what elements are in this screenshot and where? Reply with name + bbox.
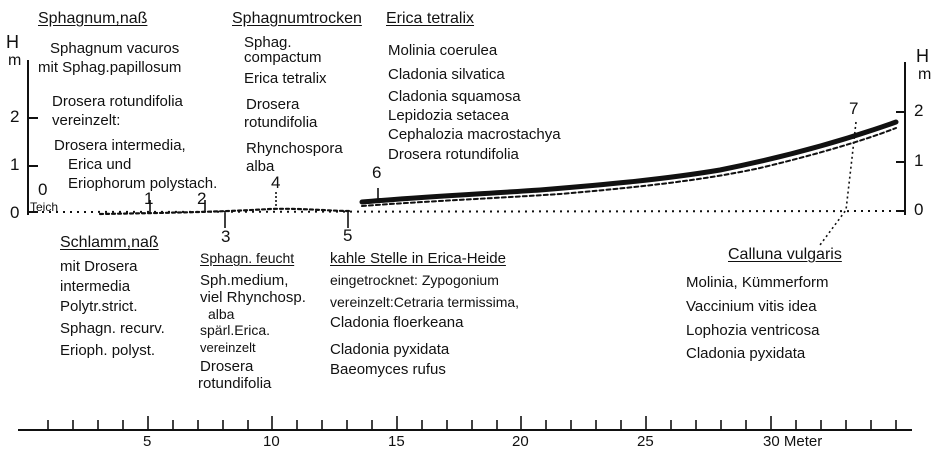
sphagn-feucht-line-4: spärl.Erica. bbox=[200, 322, 270, 339]
group-heading-sphagnum-trocken: Sphagnumtrocken bbox=[232, 10, 362, 27]
point-label-2: 2 bbox=[197, 190, 206, 207]
erica-tetralix-line-5: Cephalozia macrostachya bbox=[388, 126, 561, 143]
point-label-1: 1 bbox=[144, 190, 153, 207]
calluna-line-1: Molinia, Kümmerform bbox=[686, 274, 829, 291]
point-label-5: 5 bbox=[343, 227, 352, 244]
x-axis-tick-label-15: 15 bbox=[388, 433, 405, 450]
kahle-stelle-line-5: Baeomyces rufus bbox=[330, 361, 446, 378]
x-axis-tick-label-5: 5 bbox=[143, 433, 151, 450]
erica-tetralix-line-6: Drosera rotundifolia bbox=[388, 146, 519, 163]
right-axis-tick-label-0: 0 bbox=[914, 201, 923, 218]
erica-tetralix-line-2: Cladonia silvatica bbox=[388, 66, 505, 83]
calluna-line-3: Lophozia ventricosa bbox=[686, 322, 819, 339]
pond-zero-label: 0 bbox=[38, 181, 47, 198]
sphagnum-nass-line-1: Sphagnum vacuros bbox=[50, 40, 179, 57]
sphagnum-nass-line-5: Drosera intermedia, bbox=[54, 137, 186, 154]
schlamm-line-1: mit Drosera bbox=[60, 258, 138, 275]
right-axis-label-m: m bbox=[918, 66, 931, 83]
kahle-stelle-line-3: Cladonia floerkeana bbox=[330, 314, 463, 331]
group-heading-sphagnum-nass: Sphagnum,naß bbox=[38, 10, 147, 27]
sphagnum-trocken-line-5: rotundifolia bbox=[244, 114, 317, 131]
sphagnum-nass-line-4: vereinzelt: bbox=[52, 112, 120, 129]
sphagn-feucht-line-5: vereinzelt bbox=[200, 339, 256, 356]
group-heading-kahle-stelle: kahle Stelle in Erica-Heide bbox=[330, 250, 506, 267]
point-label-4: 4 bbox=[271, 174, 280, 191]
left-axis-label-h: H bbox=[6, 34, 19, 51]
left-axis-label-m: m bbox=[8, 52, 21, 69]
schlamm-line-5: Erioph. polyst. bbox=[60, 342, 155, 359]
group-heading-schlamm: Schlamm,naß bbox=[60, 234, 159, 251]
kahle-stelle-line-4: Cladonia pyxidata bbox=[330, 341, 449, 358]
pond-teich-label: Teich bbox=[30, 199, 58, 216]
sphagnum-nass-line-7: Eriophorum polystach. bbox=[68, 175, 217, 192]
erica-tetralix-line-3: Cladonia squamosa bbox=[388, 88, 521, 105]
right-axis-label-h: H bbox=[916, 48, 929, 65]
sphagn-feucht-line-2: viel Rhynchosp. bbox=[200, 289, 306, 306]
x-axis-tick-label-20: 20 bbox=[512, 433, 529, 450]
x-axis-tick-label-30-meter: 30 Meter bbox=[763, 433, 822, 450]
sphagnum-nass-line-6: Erica und bbox=[68, 156, 131, 173]
sphagnum-trocken-line-3: Erica tetralix bbox=[244, 70, 327, 87]
sphagnum-nass-line-3: Drosera rotundifolia bbox=[52, 93, 183, 110]
right-axis-tick-label-2: 2 bbox=[914, 102, 923, 119]
sphagnum-trocken-line-2: compactum bbox=[244, 49, 322, 66]
sphagnum-nass-line-2: mit Sphag.papillosum bbox=[38, 59, 181, 76]
x-axis-tick-label-10: 10 bbox=[263, 433, 280, 450]
x-axis-tick-label-25: 25 bbox=[637, 433, 654, 450]
kahle-stelle-line-2: vereinzelt:Cetraria termissima, bbox=[330, 294, 519, 311]
schlamm-line-3: Polytr.strict. bbox=[60, 298, 138, 315]
left-axis-tick-label-2: 2 bbox=[10, 108, 19, 125]
point-label-3: 3 bbox=[221, 228, 230, 245]
calluna-line-2: Vaccinium vitis idea bbox=[686, 298, 817, 315]
x-axis-ticks bbox=[48, 416, 896, 430]
calluna-line-4: Cladonia pyxidata bbox=[686, 345, 805, 362]
group-heading-sphagn-feucht: Sphagn. feucht bbox=[200, 250, 294, 267]
sphagnum-trocken-line-7: alba bbox=[246, 158, 274, 175]
point-label-6: 6 bbox=[372, 164, 381, 181]
group-heading-calluna: Calluna vulgaris bbox=[728, 246, 842, 263]
sphagn-feucht-line-3: alba bbox=[208, 306, 234, 323]
left-axis-tick-label-1: 1 bbox=[10, 156, 19, 173]
right-axis-tick-label-1: 1 bbox=[914, 152, 923, 169]
sphagnum-trocken-line-6: Rhynchospora bbox=[246, 140, 343, 157]
schlamm-line-4: Sphagn. recurv. bbox=[60, 320, 165, 337]
group-heading-erica-tetralix: Erica tetralix bbox=[386, 10, 474, 27]
erica-tetralix-line-4: Lepidozia setacea bbox=[388, 107, 509, 124]
left-axis-tick-label-0: 0 bbox=[10, 204, 19, 221]
kahle-stelle-line-1: eingetrocknet: Zypogonium bbox=[330, 272, 499, 289]
erica-tetralix-line-1: Molinia coerulea bbox=[388, 42, 497, 59]
schlamm-line-2: intermedia bbox=[60, 278, 130, 295]
sphagn-feucht-line-7: rotundifolia bbox=[198, 375, 271, 392]
point-label-7: 7 bbox=[849, 100, 858, 117]
sphagnum-trocken-line-4: Drosera bbox=[246, 96, 299, 113]
sphagn-feucht-line-1: Sph.medium, bbox=[200, 272, 288, 289]
sphagn-feucht-line-6: Drosera bbox=[200, 358, 253, 375]
